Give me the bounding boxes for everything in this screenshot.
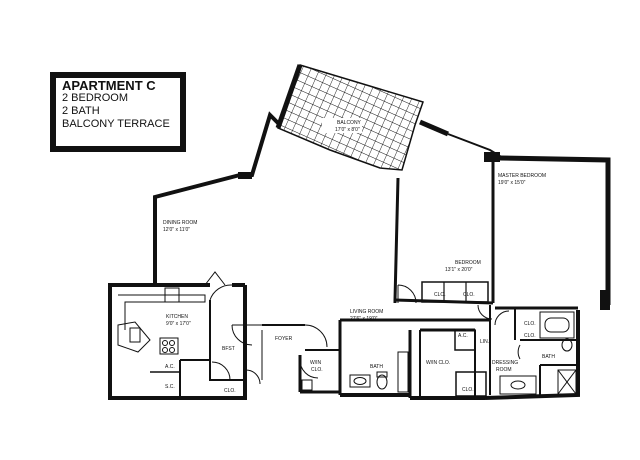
master-bedroom-name: MASTER BEDROOM bbox=[498, 173, 546, 179]
clo-master-label: CLO. bbox=[524, 321, 536, 327]
master-bedroom-dims: 19'0" x 15'0" bbox=[498, 180, 526, 186]
bath-left-label: BATH bbox=[370, 364, 383, 370]
kitchen-name: KITCHEN bbox=[166, 314, 188, 320]
kitchen-fixtures bbox=[117, 287, 206, 355]
bedroom-dims: 13'1" x 20'0" bbox=[445, 267, 473, 273]
walkin-left-label2: CLO. bbox=[311, 367, 323, 373]
room-labels: BALCONY 17'0" x 8'0" MASTER BEDROOM 19'0… bbox=[163, 120, 555, 394]
dressing-label: DRESSING bbox=[492, 360, 518, 366]
foyer-label: FOYER bbox=[275, 336, 293, 342]
walkin-right-label: W/IN CLO. bbox=[426, 360, 450, 366]
title-bedrooms: 2 BEDROOM bbox=[62, 92, 129, 104]
clo-bed1-label: CLO. bbox=[434, 292, 446, 298]
clo-hall-label: CLO. bbox=[462, 387, 474, 393]
bath-fixtures bbox=[301, 311, 577, 395]
lin-label: LIN. bbox=[480, 339, 489, 345]
title-block: APARTMENT C 2 BEDROOM 2 BATH BALCONY TER… bbox=[50, 72, 186, 152]
living-room-dims: 27'6" x 19'0" bbox=[350, 316, 378, 322]
kitchen-dims: 9'0" x 17'0" bbox=[166, 321, 191, 327]
walkin-left-label: W/IN bbox=[310, 360, 321, 366]
bedroom-name: BEDROOM bbox=[455, 260, 481, 266]
bath-right-label: BATH bbox=[542, 354, 555, 360]
title-baths: 2 BATH bbox=[62, 105, 100, 117]
clo-kitchen-label: CLO. bbox=[224, 388, 236, 394]
living-room-name: LIVING ROOM bbox=[350, 309, 383, 315]
dressing-label2: ROOM bbox=[496, 367, 512, 373]
title-balcony: BALCONY TERRACE bbox=[62, 118, 170, 130]
balcony-area bbox=[277, 64, 424, 171]
balcony-name: BALCONY bbox=[337, 120, 362, 126]
balcony-dims: 17'0" x 8'0" bbox=[335, 127, 360, 133]
dining-room-name: DINING ROOM bbox=[163, 220, 197, 226]
ac-hall-label: A.C. bbox=[458, 333, 468, 339]
ac-kitchen-label: A.C. bbox=[165, 364, 175, 370]
exterior-walls bbox=[108, 64, 611, 400]
bfst-label: BFST bbox=[222, 346, 235, 352]
clo-master-label2: CLO. bbox=[524, 333, 536, 339]
dining-room-dims: 12'0" x 11'0" bbox=[163, 227, 190, 233]
title-apartment: APARTMENT C bbox=[62, 78, 156, 93]
sc-label: S.C. bbox=[165, 384, 175, 390]
clo-bed2-label: CLO. bbox=[463, 292, 475, 298]
interior-walls bbox=[150, 160, 578, 398]
door-swings bbox=[204, 271, 521, 385]
